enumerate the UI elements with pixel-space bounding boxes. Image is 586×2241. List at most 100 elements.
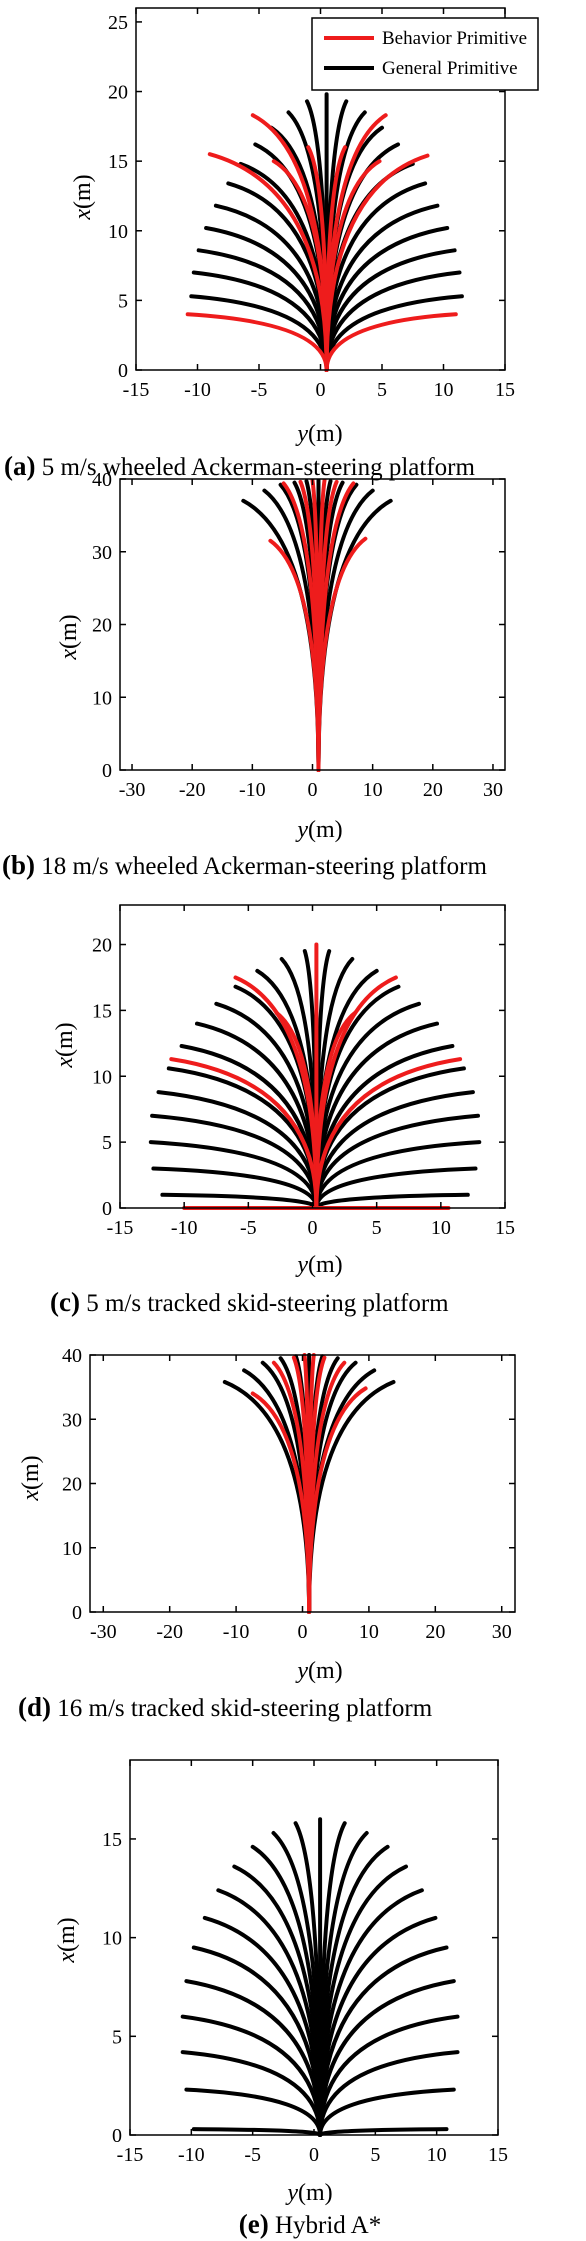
y-tick-label: 0 [112,2125,122,2147]
y-tick-label: 15 [102,1829,122,1851]
panel-e-caption: (e) Hybrid A* [239,2209,381,2239]
x-tick-label: 10 [359,1621,379,1643]
y-tick-label: 20 [92,615,112,637]
y-tick-label: 20 [92,935,112,957]
y-tick-label: 10 [108,221,128,243]
panel-a-caption: (a) 5 m/s wheeled Ackerman-steering plat… [4,451,475,481]
x-tick-label: 30 [483,779,503,801]
primitive-general-0 [191,2127,323,2137]
y-tick-label: 10 [62,1538,82,1560]
panel-c-ylabel: x(m) [52,1022,78,1068]
x-tick-label: 5 [377,379,387,401]
primitive-behavior-7 [316,536,368,772]
y-tick-label: 0 [72,1602,82,1624]
x-tick-label: -30 [119,779,146,801]
legend-box [311,17,539,91]
x-tick-label: -5 [240,1217,257,1239]
x-tick-label: 0 [308,779,318,801]
x-tick-label: 15 [495,379,515,401]
primitive-general-6 [202,1915,323,2137]
primitive-general-18 [318,1915,438,2137]
y-tick-label: 0 [118,360,128,382]
primitive-general-2 [180,2050,323,2137]
x-tick-label: 5 [372,1217,382,1239]
primitive-general-25 [314,1192,470,1210]
x-tick-label: 20 [425,1621,445,1643]
x-tick-label: 10 [363,779,383,801]
panel-c-caption: (c) 5 m/s tracked skid-steering platform [50,1287,449,1317]
panel-b-caption: (b) 18 m/s wheeled Ackerman-steering pla… [2,850,487,880]
panel-d-xlabel: y(m) [295,1658,342,1684]
x-tick-label: 0 [309,2144,319,2166]
x-tick-label: -5 [251,379,268,401]
primitive-general-0 [189,294,329,372]
x-tick-label: -30 [90,1621,117,1643]
x-tick-label: 15 [488,2144,508,2166]
primitive-general-5 [191,1945,323,2137]
y-tick-label: 0 [102,1198,112,1220]
panel-a-ylabel: x(m) [70,174,96,220]
primitive-general-23 [318,2087,456,2137]
primitive-general-24 [314,1166,478,1210]
legend-behavior-label: Behavior Primitive [382,28,527,49]
x-tick-label: 10 [434,379,454,401]
x-tick-label: -20 [156,1621,183,1643]
primitive-general-19 [318,1945,449,2137]
panel-b-ylabel: x(m) [56,614,82,660]
primitive-general-21 [318,2014,460,2137]
y-tick-label: 5 [118,290,128,312]
y-tick-label: 0 [102,760,112,782]
x-tick-label: -20 [179,779,206,801]
x-tick-label: -10 [239,779,266,801]
panel-c-xlabel: y(m) [295,1252,342,1278]
primitive-behavior-9 [324,312,458,372]
y-tick-label: 10 [102,1928,122,1950]
x-tick-label: -15 [117,2144,144,2166]
x-tick-label: 15 [495,1217,515,1239]
primitive-general-23 [314,1140,482,1210]
y-tick-label: 10 [92,687,112,709]
x-tick-label: -10 [184,379,211,401]
panel-a-xlabel: y(m) [295,421,342,447]
primitive-general-24 [318,2127,449,2137]
y-tick-label: 20 [108,82,128,104]
y-tick-label: 5 [112,2026,122,2048]
panel-e-xlabel: y(m) [285,2180,332,2206]
primitive-behavior-6 [314,975,398,1210]
panel-d-caption: (d) 16 m/s tracked skid-steering platfor… [18,1692,433,1722]
primitive-behavior-7 [314,1057,463,1210]
x-tick-label: 10 [431,1217,451,1239]
x-tick-label: -10 [178,2144,205,2166]
primitive-general-22 [318,2050,460,2137]
legend: Behavior Primitive General Primitive [311,17,539,91]
y-tick-label: 30 [62,1409,82,1431]
legend-general-label: General Primitive [382,58,518,79]
x-tick-label: 0 [316,379,326,401]
x-tick-label: 5 [370,2144,380,2166]
y-tick-label: 25 [108,12,128,34]
y-tick-label: 15 [108,151,128,173]
primitive-general-22 [324,294,464,372]
primitive-behavior-0 [185,312,329,372]
y-tick-label: 15 [92,1000,112,1022]
x-tick-label: 0 [308,1217,318,1239]
x-tick-label: -10 [171,1217,198,1239]
y-tick-label: 30 [92,542,112,564]
primitive-behavior-8 [324,153,430,372]
panel-d-ylabel: x(m) [18,1455,44,1501]
y-tick-label: 40 [62,1345,82,1367]
panel-e-ylabel: x(m) [54,1917,80,1963]
x-tick-label: 0 [298,1621,308,1643]
y-tick-label: 20 [62,1474,82,1496]
x-tick-label: 10 [427,2144,447,2166]
